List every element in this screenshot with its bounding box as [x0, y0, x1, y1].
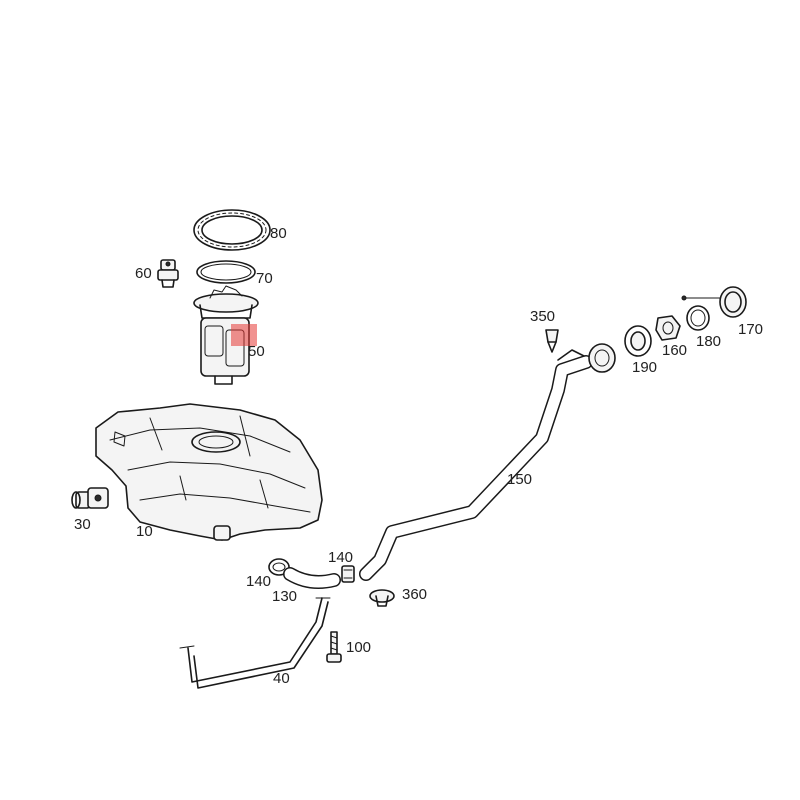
callout-130: 130 — [272, 588, 297, 605]
part-140-hose-clamp-right — [341, 565, 355, 583]
part-350-clip — [545, 329, 559, 353]
part-150-filler-neck — [359, 343, 616, 581]
callout-170: 170 — [738, 321, 763, 338]
part-40-tank-strap — [179, 597, 331, 689]
callout-150: 150 — [507, 471, 532, 488]
part-180-ring — [686, 305, 710, 331]
callout-60: 60 — [135, 265, 152, 282]
part-50-fuel-pump-module — [193, 285, 259, 385]
callout-80: 80 — [270, 225, 287, 242]
part-100-bolt — [326, 631, 342, 663]
part-160-filler-adapter — [655, 315, 681, 341]
part-30-fitting — [71, 487, 109, 509]
part-80-flange-gasket — [193, 209, 271, 251]
callout-30: 30 — [74, 516, 91, 533]
part-130-filler-hose — [283, 567, 341, 589]
highlight-marker — [231, 324, 257, 346]
part-140-hose-clamp-left — [268, 558, 290, 576]
part-70-o-ring — [196, 260, 256, 284]
callout-160: 160 — [662, 342, 687, 359]
callout-140-right: 140 — [328, 549, 353, 566]
callout-190: 190 — [632, 359, 657, 376]
callout-100: 100 — [346, 639, 371, 656]
callout-350: 350 — [530, 308, 555, 325]
part-190-seal — [624, 325, 652, 357]
callout-140-left: 140 — [246, 573, 271, 590]
callout-70: 70 — [256, 270, 273, 287]
callout-40: 40 — [273, 670, 290, 687]
part-170-fuel-cap — [681, 286, 747, 318]
callout-180: 180 — [696, 333, 721, 350]
part-360-grommet — [369, 589, 395, 607]
part-10-fuel-tank — [95, 403, 323, 541]
part-60-fuel-sender — [157, 259, 179, 288]
callout-50: 50 — [248, 343, 265, 360]
callout-360: 360 — [402, 586, 427, 603]
callout-10: 10 — [136, 523, 153, 540]
